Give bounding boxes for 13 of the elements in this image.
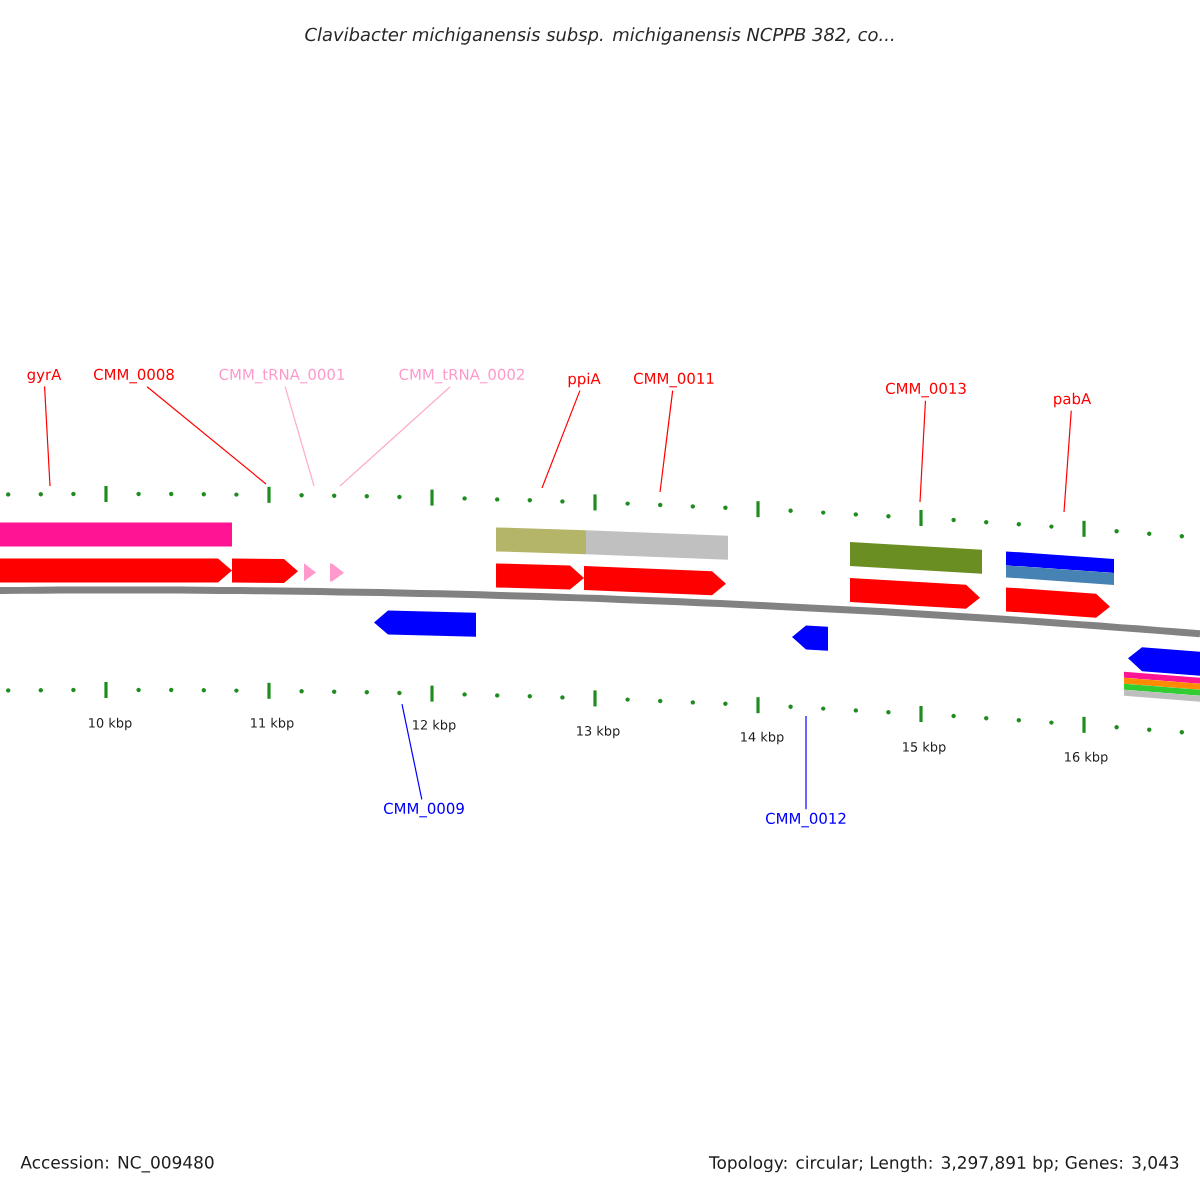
genome-summary-text: Topology: circular; Length: 3,297,891 bp; Genes: 3,043 (707, 1153, 1182, 1175)
leader-line (1063, 410, 1072, 513)
leader-line (43, 385, 51, 487)
leader-line (659, 390, 674, 493)
leader-line (401, 703, 423, 800)
leader-line (284, 386, 315, 487)
leader-line (541, 390, 581, 489)
leader-line (146, 386, 267, 485)
accession-text: Accession: NC_009480 (18, 1153, 217, 1175)
leader-line (339, 386, 451, 487)
leader-line (919, 400, 927, 503)
leader-line (805, 715, 807, 810)
title: Clavibacter michiganensis subsp. michiganensis NCPPB 382, co... (305, 27, 894, 45)
